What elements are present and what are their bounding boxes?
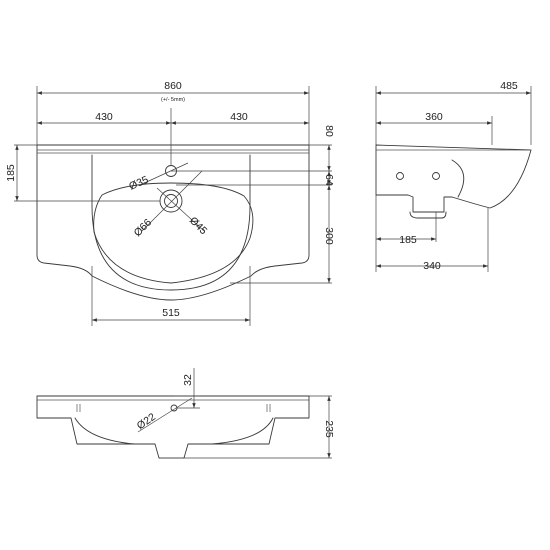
dim-22-label: Ø22 — [135, 411, 158, 432]
tolerance-label: (+/- 5mm) — [161, 97, 185, 103]
dim-485-label: 485 — [500, 80, 518, 92]
side-basin-outline — [375, 144, 532, 213]
plan-view: 860 (+/- 5mm) 430 430 185 80 64 300 515 … — [5, 80, 335, 326]
dim-515-label: 515 — [162, 307, 180, 319]
dim-35-label: Ø35 — [127, 174, 150, 193]
dim-80-label: 80 — [323, 125, 335, 137]
dim-430-left-label: 430 — [95, 111, 113, 123]
side-hole-left — [396, 172, 404, 180]
side-waste — [409, 211, 447, 219]
dim-860-label: 860 — [164, 80, 182, 92]
leader-35 — [139, 162, 189, 186]
waste-outlet-inner — [164, 194, 178, 208]
front-bowl-left — [74, 417, 136, 445]
side-hole-right — [432, 172, 440, 180]
dim-185-left-label: 185 — [5, 164, 17, 182]
leader-66 — [141, 170, 203, 232]
front-bowl-right — [211, 417, 274, 445]
dim-185-side-label: 185 — [399, 234, 417, 246]
dim-66-label: Ø66 — [132, 217, 155, 240]
leader-45 — [156, 187, 205, 232]
dim-64-label: 64 — [323, 174, 335, 186]
dim-32-label: 32 — [182, 374, 194, 386]
plan-bowl-inner — [93, 182, 254, 284]
dim-340-label: 340 — [423, 260, 441, 272]
dim-360-label: 360 — [425, 111, 443, 123]
plan-basin-outline — [36, 144, 310, 301]
leader-22 — [137, 397, 193, 433]
side-bowl-curve — [451, 159, 465, 198]
dim-300-label: 300 — [323, 227, 335, 245]
front-view: 32 Ø22 235 — [36, 368, 335, 459]
dim-430-right-label: 430 — [230, 111, 248, 123]
dim-235-label: 235 — [323, 420, 335, 438]
plan-bowl-rim — [91, 154, 251, 291]
side-view: 485 360 185 340 — [375, 80, 532, 272]
